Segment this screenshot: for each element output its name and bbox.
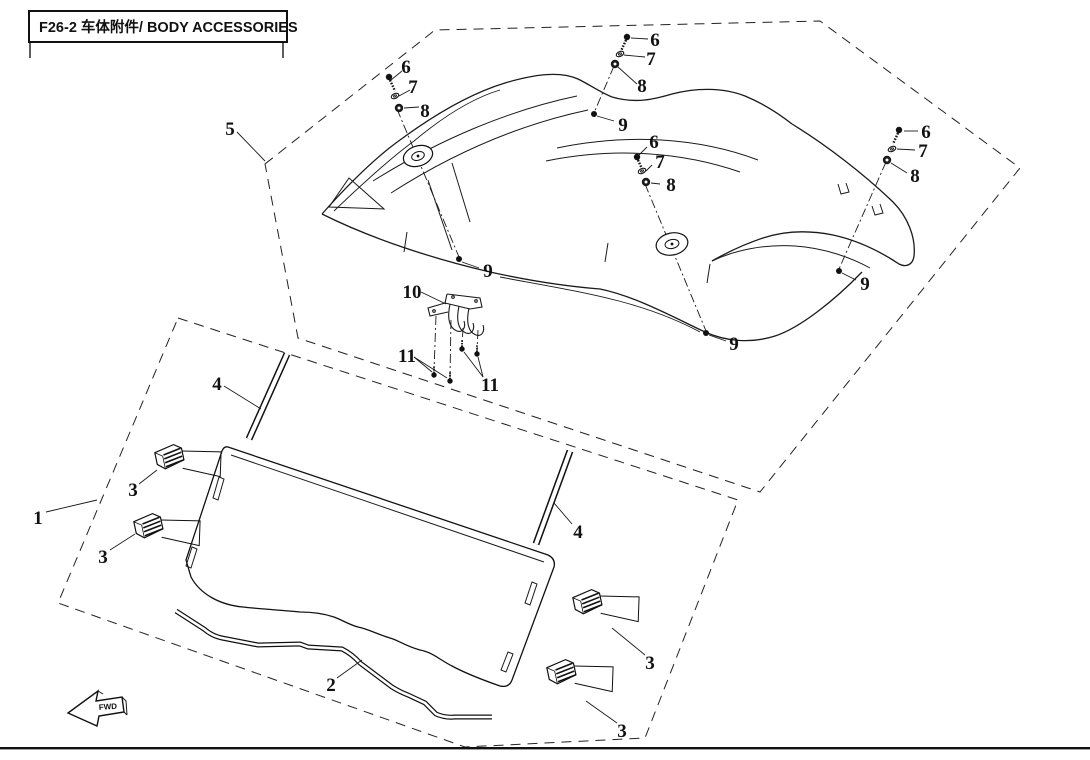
callout-9: 9 [618,115,628,136]
callout-3: 3 [128,480,138,501]
callout-11: 11 [398,346,416,367]
clamp-bracket [427,293,485,336]
callout-7: 7 [408,77,418,98]
grommet-icon [882,155,892,165]
callout-2: 2 [326,675,336,696]
callout-5: 5 [225,119,235,140]
screw-icon [473,344,481,358]
roof-group-boundary [264,20,1021,493]
callout-7: 7 [918,141,928,162]
callout-3: 3 [617,721,627,742]
fastener-group-right [882,125,904,165]
title-text: F26-2 车体附件/ BODY ACCESSORIES [39,20,298,36]
sheet-bottom-border [0,747,1090,750]
callout-11: 11 [481,375,499,396]
fastener-group-left [384,72,404,113]
fastener-group-top [610,32,632,69]
washer-icon [614,49,626,59]
roof-emblem-left [402,144,434,168]
callout-8: 8 [637,76,647,97]
fwd-label: FWD [99,702,118,712]
mount-point-dots [456,111,842,336]
lower-trim-strip [174,608,492,720]
screw-icon [891,125,904,146]
callout-10: 10 [403,282,422,303]
screw-icon [384,72,397,93]
callout-8: 8 [420,101,430,122]
roof-panel-drawing [321,73,915,342]
fwd-arrow: FWD [66,689,128,727]
callout-6: 6 [650,30,660,51]
washer-icon [886,144,898,154]
washer-icon [389,91,401,101]
title-block: F26-2 车体附件/ BODY ACCESSORIES [28,10,298,43]
screw-icon [446,371,454,385]
callout-6: 6 [921,122,931,143]
clip-icon [571,579,645,635]
screw-icon [619,32,632,53]
seal-strips [245,352,574,546]
washer-icon [636,166,648,176]
callout-6: 6 [401,57,411,78]
callout-9: 9 [483,261,493,282]
callout-1: 1 [33,508,43,529]
roof-emblem-right [655,232,689,256]
screw-icon [458,339,466,353]
bracket-screws [430,339,481,385]
grommet-icon [394,103,404,113]
grommet-icon [610,59,620,69]
callout-4: 4 [212,374,222,395]
callout-9: 9 [860,274,870,295]
callout-9: 9 [729,334,739,355]
fastener-group-center [632,152,651,187]
callout-8: 8 [910,166,920,187]
callout-3: 3 [645,653,655,674]
leader-lines [45,37,918,724]
callout-6: 6 [649,132,659,153]
callout-3: 3 [98,547,108,568]
rear-panel-drawing [185,446,556,688]
callout-4: 4 [573,522,583,543]
callout-7: 7 [655,152,665,173]
callout-7: 7 [646,49,656,70]
clip-icon [545,649,619,705]
grommet-icon [641,177,651,187]
callout-8: 8 [666,175,676,196]
